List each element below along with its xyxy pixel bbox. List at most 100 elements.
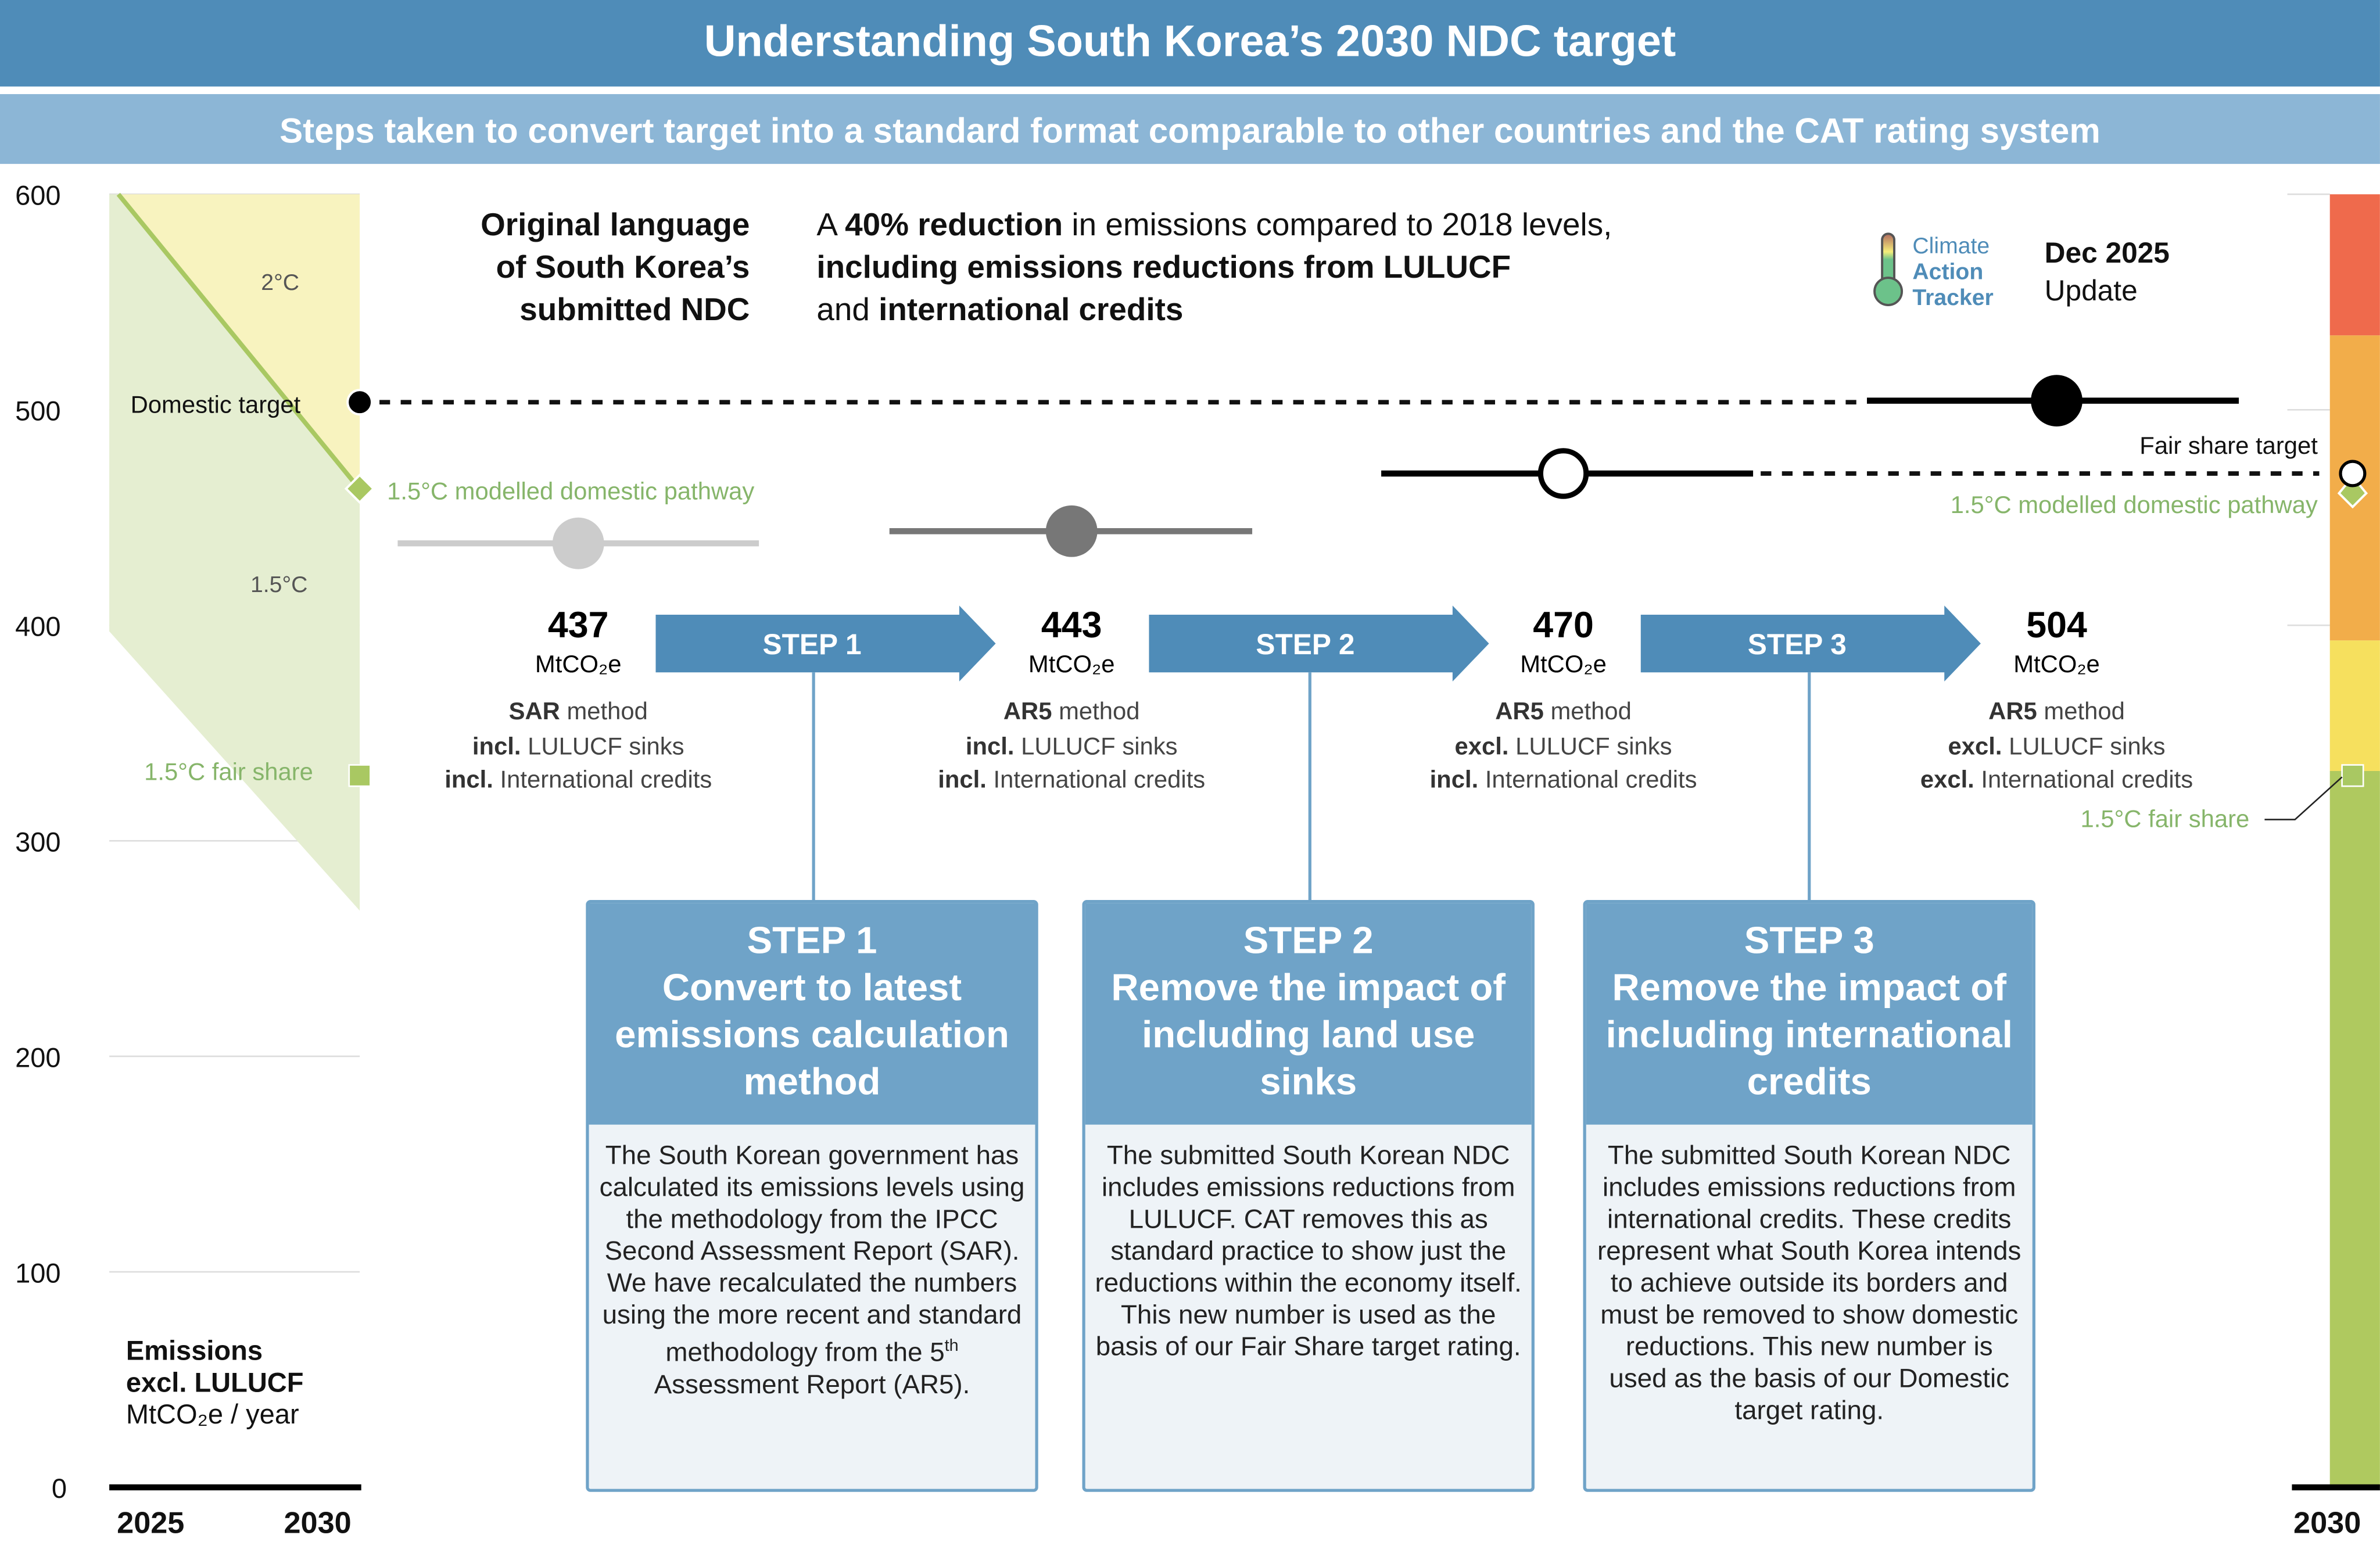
text: including emissions reductions from LULU…: [816, 250, 1511, 286]
value-unit: MtCO₂e: [1520, 652, 1607, 679]
t: International credits: [1974, 768, 2193, 794]
domestic-target-marker: [346, 389, 373, 416]
value-number: 437: [547, 605, 609, 647]
right-pathway-diamond: [2337, 475, 2368, 509]
step-heading: Convert to latest emissions calculation …: [615, 966, 1009, 1104]
t: AR5: [1988, 700, 2037, 726]
text: in emissions compared to 2018 levels,: [1063, 207, 1612, 243]
step-arrow-label: STEP 3: [1748, 628, 1847, 661]
t: incl.: [965, 733, 1015, 760]
value-unit: MtCO₂e: [2013, 652, 2100, 679]
fair-share-marker: [348, 764, 371, 787]
right-fair-share-marker: [2341, 764, 2364, 787]
step-title: STEP 2: [1243, 919, 1374, 963]
heading-line: Original language: [481, 207, 750, 243]
t: incl.: [445, 768, 493, 794]
step-heading: Remove the impact of including internati…: [1605, 966, 2013, 1104]
step-body: The submitted South Korean NDC includes …: [1597, 1139, 2021, 1425]
t: excl.: [1948, 733, 2002, 760]
step-title: STEP 1: [747, 919, 877, 963]
t: method: [1543, 700, 1632, 726]
step-arrow-label: STEP 1: [762, 628, 861, 661]
t: incl.: [938, 768, 987, 794]
t: SAR: [508, 700, 560, 726]
domestic-target-label: Domestic target: [131, 391, 301, 418]
y-axis-ticks: 600 500 400 300 200 100 0: [15, 180, 67, 1504]
t: excl.: [1454, 733, 1509, 760]
original-ndc-description: A 40% reduction in emissions compared to…: [816, 205, 1818, 332]
t: AR5: [1003, 700, 1052, 726]
band-15c: [109, 194, 360, 911]
value-unit: MtCO₂e: [1028, 652, 1115, 679]
pathway-diamond: [344, 473, 375, 504]
step-title: STEP 3: [1744, 919, 1874, 963]
t: method: [1052, 700, 1140, 726]
right-x-tick-2030: 2030: [2293, 1507, 2361, 1541]
t: AR5: [1495, 700, 1544, 726]
rating-insufficient: [2329, 640, 2380, 771]
text: A: [816, 207, 845, 243]
x-tick-2025: 2025: [117, 1507, 185, 1541]
text: and: [816, 293, 879, 328]
text: 40% reduction: [845, 207, 1063, 243]
step-body: The submitted South Korean NDC includes …: [1095, 1139, 1522, 1362]
method-443: AR5 method incl. LULUCF sinks incl. Inte…: [874, 697, 1269, 799]
method-504: AR5 method excl. LULUCF sinks excl. Inte…: [1859, 697, 2254, 799]
value-marker-470: [1537, 448, 1589, 499]
t: incl.: [472, 733, 521, 760]
heading-line: submitted NDC: [519, 293, 750, 328]
value-number: 470: [1533, 605, 1594, 647]
t: method: [560, 700, 648, 726]
heading-line: of South Korea’s: [496, 250, 750, 286]
t: LULUCF sinks: [521, 733, 684, 760]
update-label: Update: [2044, 276, 2138, 309]
t: Assessment Report (AR5).: [654, 1368, 970, 1399]
y-tick: 200: [15, 1042, 60, 1073]
t: excl.: [1920, 768, 1974, 794]
t: International credits: [493, 768, 712, 794]
t: LULUCF sinks: [1014, 733, 1178, 760]
logo-text: Climate: [1912, 234, 1990, 260]
value-marker-443: [1045, 505, 1098, 557]
step-heading: Remove the impact of including land use …: [1111, 966, 1506, 1104]
value-marker-504: [2031, 375, 2082, 427]
right-fair-share-label: 1.5°C fair share: [2081, 805, 2250, 833]
t: incl.: [1429, 768, 1479, 794]
t: LULUCF sinks: [1508, 733, 1672, 760]
page-title: Understanding South Korea’s 2030 NDC tar…: [0, 0, 2380, 87]
value-unit: MtCO₂e: [535, 652, 622, 679]
t: excl. LULUCF: [126, 1367, 304, 1398]
fair-share-target-label: Fair share target: [2139, 432, 2318, 459]
original-language-heading: Original language of South Korea’s submi…: [379, 205, 750, 332]
step-arrow-label: STEP 2: [1256, 628, 1354, 661]
value-number: 443: [1041, 605, 1102, 647]
band-2c-label: 2°C: [261, 270, 299, 295]
y-tick: 600: [15, 180, 60, 211]
t: International credits: [1478, 768, 1697, 794]
right-modelled-pathway-label: 1.5°C modelled domestic pathway: [1951, 491, 2318, 518]
pathway-line: [116, 192, 359, 487]
rating-bar: [2329, 194, 2380, 1487]
step-arrow-3: [1640, 605, 1981, 682]
band-15c-label: 1.5°C: [250, 572, 307, 597]
t: MtCO₂e / year: [126, 1399, 299, 1430]
value-number: 504: [2026, 605, 2087, 647]
text: international credits: [879, 293, 1184, 328]
thermometer-logo-icon: [1873, 232, 1904, 307]
step-body: The South Korean government has calculat…: [589, 1125, 1035, 1416]
logo-text: Tracker: [1912, 285, 1994, 311]
t: International credits: [986, 768, 1206, 794]
modelled-pathway-label: 1.5°C modelled domestic pathway: [387, 477, 754, 504]
t: The South Korean government has calculat…: [599, 1139, 1025, 1368]
method-437: SAR method incl. LULUCF sinks incl. Inte…: [381, 697, 776, 799]
fair-share-label: 1.5°C fair share: [144, 758, 313, 786]
method-470: AR5 method excl. LULUCF sinks incl. Inte…: [1366, 697, 1761, 799]
step-arrow-1: [655, 605, 996, 682]
